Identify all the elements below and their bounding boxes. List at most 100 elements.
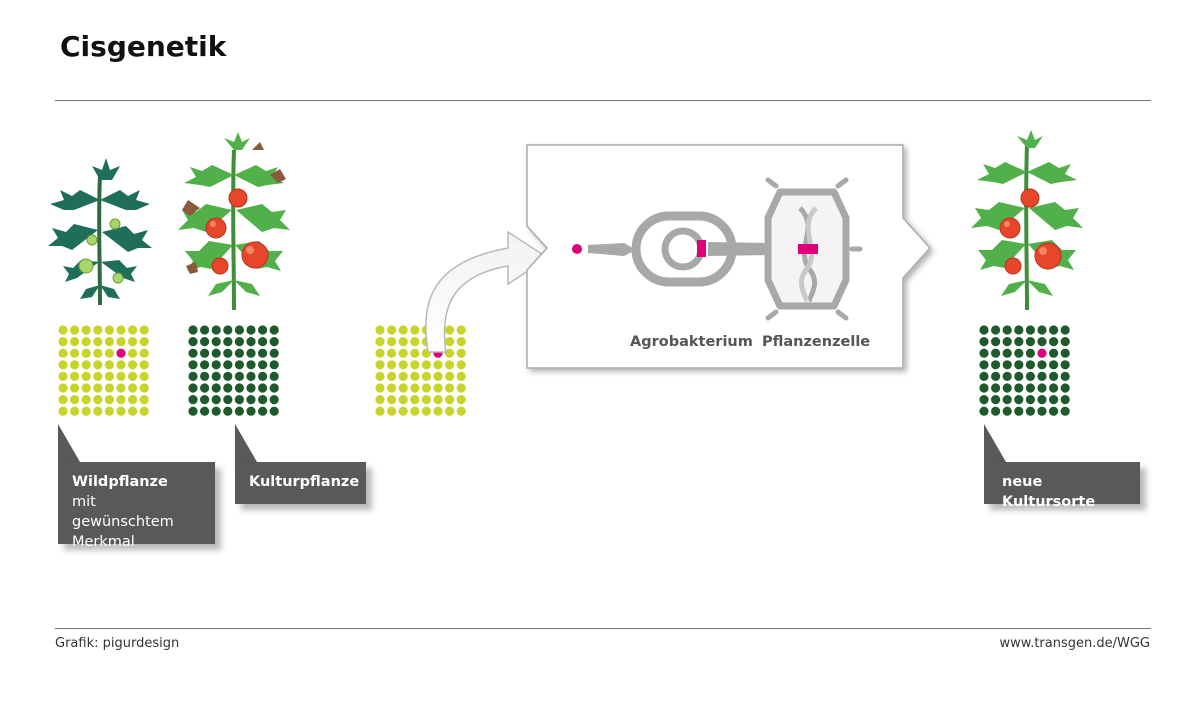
new-culture-plant-icon	[971, 130, 1083, 311]
genome-dot	[188, 395, 198, 405]
genome-dot	[1037, 395, 1047, 405]
genome-dot	[93, 325, 103, 335]
genome-dot	[104, 360, 114, 370]
genome-dot	[81, 406, 91, 416]
genome-dot	[1060, 325, 1070, 335]
genome-dot	[81, 360, 91, 370]
genome-dot	[70, 360, 80, 370]
gene-dot	[116, 348, 126, 358]
genome-dot	[128, 360, 138, 370]
genome-dot	[211, 383, 221, 393]
genome-dot	[387, 371, 397, 381]
genome-dot	[200, 395, 210, 405]
genome-dot	[1025, 325, 1035, 335]
genome-dot	[387, 406, 397, 416]
genome-dot	[1049, 337, 1059, 347]
genome-dot	[93, 395, 103, 405]
genome-dot	[979, 383, 989, 393]
genome-dot	[1025, 348, 1035, 358]
genome-dot	[128, 406, 138, 416]
genome-dot	[70, 406, 80, 416]
genome-dot	[70, 371, 80, 381]
genome-dot	[1002, 348, 1012, 358]
genome-dot	[445, 348, 455, 358]
genome-dot	[211, 337, 221, 347]
genome-dot	[445, 337, 455, 347]
genome-dot	[991, 406, 1001, 416]
genome-dot	[258, 337, 268, 347]
genome-dot	[1049, 406, 1059, 416]
genome-dot	[223, 325, 233, 335]
footer-source: www.transgen.de/WGG	[999, 636, 1150, 651]
genome-dot	[139, 337, 149, 347]
genome-dot	[398, 406, 408, 416]
genome-dot	[200, 337, 210, 347]
genome-dot	[200, 371, 210, 381]
genome-dot	[269, 325, 279, 335]
genome-dot	[1060, 348, 1070, 358]
genome-dot	[104, 383, 114, 393]
transfer-gene-grid	[375, 325, 466, 416]
culture-plant-label: Kulturpflanze	[249, 474, 360, 490]
genome-dot	[398, 395, 408, 405]
genome-dot	[223, 395, 233, 405]
genome-dot	[1049, 383, 1059, 393]
genome-dot	[375, 395, 385, 405]
genome-dot	[979, 337, 989, 347]
genome-dot	[128, 337, 138, 347]
genome-dot	[387, 348, 397, 358]
genome-dot	[188, 348, 198, 358]
genome-dot	[211, 348, 221, 358]
genome-dot	[246, 325, 256, 335]
genome-dot	[116, 337, 126, 347]
genome-dot	[1037, 325, 1047, 335]
genome-dot	[234, 395, 244, 405]
genome-dot	[258, 383, 268, 393]
genome-dot	[234, 325, 244, 335]
gene-insertion-arrow-icon	[572, 243, 636, 256]
wild-plant-desc-line2: Merkmal	[72, 534, 135, 550]
genome-dot	[1060, 383, 1070, 393]
genome-dot	[1060, 371, 1070, 381]
genome-dot	[58, 395, 68, 405]
genome-dot	[456, 383, 466, 393]
genome-dot	[200, 406, 210, 416]
genome-dot	[246, 371, 256, 381]
genome-dot	[387, 395, 397, 405]
genome-dot	[200, 383, 210, 393]
genome-dot	[70, 395, 80, 405]
genome-dot	[116, 371, 126, 381]
genome-dot	[116, 383, 126, 393]
genome-dot	[116, 360, 126, 370]
genome-dot	[93, 360, 103, 370]
genome-dot	[139, 406, 149, 416]
genome-dot	[211, 371, 221, 381]
genome-dot	[188, 383, 198, 393]
genome-dot	[410, 371, 420, 381]
genome-dot	[188, 371, 198, 381]
genome-dot	[1002, 383, 1012, 393]
genome-dot	[387, 383, 397, 393]
genome-dot	[1060, 360, 1070, 370]
genome-dot	[410, 348, 420, 358]
genome-dot	[58, 360, 68, 370]
genome-dot	[445, 325, 455, 335]
genome-dot	[991, 337, 1001, 347]
genome-dot	[456, 348, 466, 358]
genome-dot	[1014, 371, 1024, 381]
new-callout-tail	[984, 424, 1006, 462]
genome-dot	[1037, 337, 1047, 347]
genome-dot	[421, 371, 431, 381]
genome-dot	[139, 395, 149, 405]
genome-dot	[387, 325, 397, 335]
new-culture-callout: neue Kultursorte	[984, 462, 1140, 510]
genome-dot	[979, 395, 989, 405]
genome-dot	[104, 406, 114, 416]
genome-dot	[211, 360, 221, 370]
genome-dot	[81, 337, 91, 347]
genome-dot	[1002, 337, 1012, 347]
genome-dot	[375, 348, 385, 358]
genome-dot	[387, 360, 397, 370]
genome-dot	[433, 406, 443, 416]
genome-dot	[1049, 360, 1059, 370]
